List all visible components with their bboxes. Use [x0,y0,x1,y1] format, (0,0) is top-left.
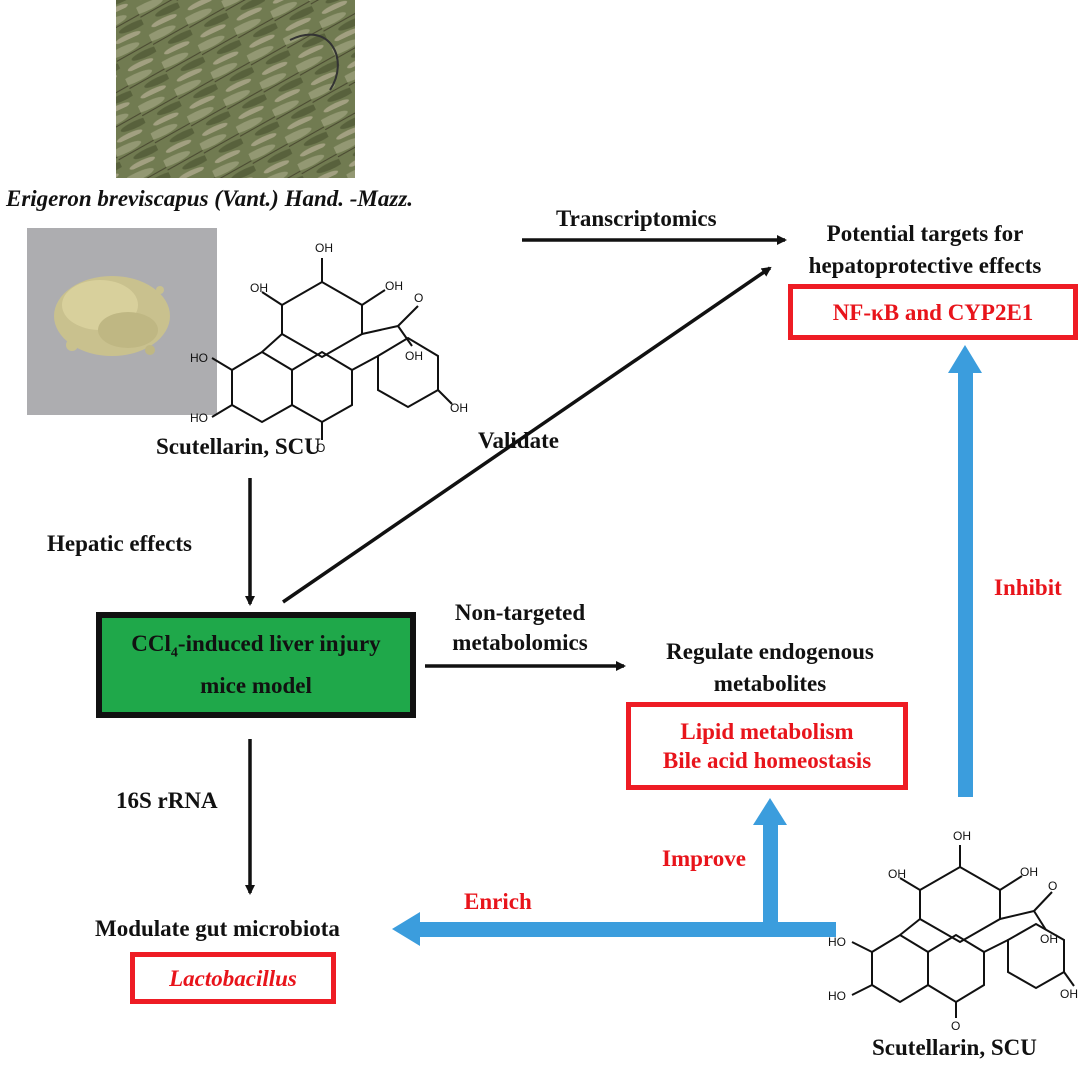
metabolites-title-line2: metabolites [713,671,827,696]
model-box: CCl4-induced liver injury mice model [96,612,416,718]
metabolites-box-line2: Bile acid homeostasis [662,748,872,773]
metabolites-box-line1: Lipid metabolism [680,719,854,744]
label-transcriptomics: Transcriptomics [556,206,717,231]
arrow-enrich-head [392,912,420,946]
atom-label: O [951,1019,960,1033]
metabolites-title: Regulate endogenous metabolites [620,636,920,700]
label-metabolomics-line2: metabolomics [452,630,588,655]
model-box-line1: CCl4-induced liver injury [131,631,381,661]
atom-label: OH [250,281,268,295]
targets-title: Potential targets for hepatoprotective e… [770,218,1080,282]
compound-name-bottom: Scutellarin, SCU [872,1035,1037,1060]
microbiota-box: Lactobacillus [130,952,336,1004]
arrow-improve-head [753,798,787,825]
label-16s-rrna: 16S rRNA [116,788,218,813]
atom-label: OH [888,867,906,881]
atom-label: O [1048,879,1057,893]
atom-label: HO [190,351,208,365]
targets-title-line2: hepatoprotective effects [808,253,1042,278]
compound-name-top: Scutellarin, SCU [156,434,321,459]
metabolites-box: Lipid metabolism Bile acid homeostasis [626,702,908,790]
label-enrich: Enrich [464,889,532,914]
herb-photo [116,0,355,178]
scutellarin-structure-bottom [851,845,1075,1018]
microbiota-title: Modulate gut microbiota [95,916,340,941]
arrow-validate [282,266,772,604]
atom-label: HO [828,935,846,949]
targets-box: NF-κB and CYP2E1 [788,284,1078,340]
targets-title-line1: Potential targets for [826,221,1024,246]
atom-label: O [414,291,423,305]
blue-arrows [392,345,982,946]
atom-label: OH [1020,865,1038,879]
atom-label: OH [1040,932,1058,946]
atom-label: HO [828,989,846,1003]
microbiota-box-text: Lactobacillus [169,965,297,991]
atom-label: OH [315,241,333,255]
atom-label: OH [450,401,468,415]
label-improve: Improve [662,846,746,871]
label-metabolomics-line1: Non-targeted [454,600,586,625]
atom-label: OH [385,279,403,293]
atom-label: OH [953,829,971,843]
label-hepatic-effects: Hepatic effects [47,531,192,556]
metabolites-title-line1: Regulate endogenous [666,639,874,664]
label-validate: Validate [478,428,559,453]
arrow-inhibit-shaft [958,370,973,797]
arrow-improve-shaft [763,822,778,930]
atom-label: OH [405,349,423,363]
arrow-inhibit-head [948,345,982,373]
atom-label: HO [190,411,208,425]
label-metabolomics: Non-targeted metabolomics [430,598,610,658]
arrow-enrich-shaft [418,922,836,937]
model-box-line2: mice model [200,672,312,698]
atom-label: O [316,441,325,455]
scutellarin-structure-top [211,258,453,440]
targets-box-text: NF-κB and CYP2E1 [832,299,1034,325]
powder-photo [27,228,217,415]
atom-label: OH [1060,987,1078,1001]
label-inhibit: Inhibit [994,575,1062,600]
plant-caption: Erigeron breviscapus (Vant.) Hand. -Mazz… [6,186,414,211]
